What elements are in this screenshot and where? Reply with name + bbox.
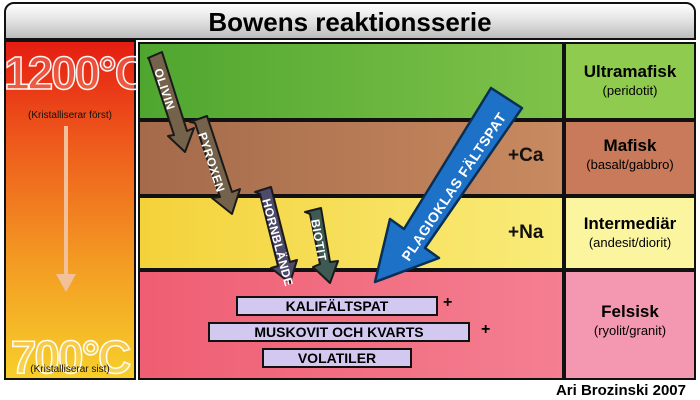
mineral-potassium-feldspar: KALIFÄLTSPAT bbox=[236, 296, 438, 316]
pyroxene-arrow: PYROXEN bbox=[189, 115, 241, 215]
rock-type-intermediate: Intermediär (andesit/diorit) bbox=[564, 196, 696, 270]
temperature-arrow bbox=[56, 126, 76, 292]
plus-sign: + bbox=[481, 321, 491, 338]
diagram-title: Bowens reaktionsserie bbox=[208, 7, 492, 37]
olivine-arrow: OLIVIN bbox=[147, 51, 195, 153]
plagioclase-arrow: PLAGIOKLAS FÄLTSPAT bbox=[373, 86, 524, 284]
temperature-low: 700°C bbox=[10, 330, 132, 384]
rock-type-example: (peridotit) bbox=[602, 83, 658, 98]
rock-type-example: (basalt/gabbro) bbox=[586, 157, 674, 172]
rock-type-felsic: Felsisk (ryolit/granit) bbox=[564, 270, 696, 380]
temperature-high: 1200°C bbox=[3, 46, 148, 100]
temperature-low-note: (Kristalliserar sist) bbox=[30, 364, 110, 375]
plagioclase-label: PLAGIOKLAS FÄLTSPAT bbox=[398, 110, 509, 264]
intermediate-band bbox=[138, 196, 564, 270]
rock-type-example: (andesit/diorit) bbox=[588, 235, 672, 250]
biotite-arrow: BIOTIT bbox=[304, 207, 339, 284]
plus-sign: + bbox=[443, 294, 453, 311]
rock-type-name: Intermediär bbox=[583, 214, 677, 233]
mineral-muscovite-quartz: MUSKOVIT OCH KVARTS bbox=[208, 322, 470, 342]
rock-type-name: Ultramafisk bbox=[583, 62, 677, 81]
rock-type-name: Mafisk bbox=[603, 136, 657, 155]
calcium-ion-label: +Ca bbox=[508, 145, 544, 166]
temperature-gradient-panel: 1200°C (Kristalliserar först) 700°C (Kri… bbox=[3, 40, 149, 384]
biotite-label: BIOTIT bbox=[308, 218, 329, 262]
rock-type-ultramafic: Ultramafisk (peridotit) bbox=[564, 42, 696, 120]
rock-type-name: Felsisk bbox=[601, 302, 659, 321]
title-bar: Bowens reaktionsserie bbox=[4, 2, 696, 40]
rock-type-example: (ryolit/granit) bbox=[593, 323, 667, 338]
temperature-high-note: (Kristalliserar först) bbox=[28, 110, 112, 121]
hornblende-arrow: HORNBLÄNDE bbox=[254, 186, 298, 288]
author-credit: Ari Brozinski 2007 bbox=[555, 382, 686, 399]
sodium-ion-label: +Na bbox=[508, 222, 544, 243]
mineral-volatiles: VOLATILER bbox=[262, 348, 412, 368]
rock-type-mafic: Mafisk (basalt/gabbro) bbox=[564, 120, 696, 196]
